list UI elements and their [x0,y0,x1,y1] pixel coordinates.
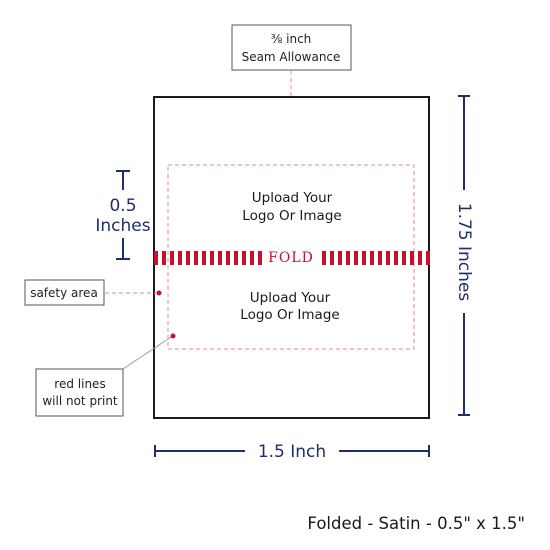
upload-top-line1: Upload Your [252,190,333,206]
fold-stripe [394,251,398,265]
fold-stripe [418,251,422,265]
fold-stripe [370,251,374,265]
fold-line-left [154,251,262,265]
footer-caption: Folded - Satin - 0.5" x 1.5" [307,514,525,533]
fold-stripe [178,251,182,265]
red-lines-note-line2: will not print [42,394,118,408]
seam-allowance-callout-box [231,24,352,71]
small-dimension-value: 0.5 [109,196,136,216]
upload-bottom-line1: Upload Your [250,290,331,306]
fold-stripe [194,251,198,265]
small-dimension-unit: Inches [95,216,150,236]
fold-stripe [226,251,230,265]
fold-stripe [346,251,350,265]
seam-allowance-line2: Seam Allowance [242,50,341,64]
red-lines-note-dot [170,333,176,339]
fold-stripe [218,251,222,265]
safety-area-label: safety area [30,286,98,300]
fold-stripe [210,251,214,265]
fold-stripe [362,251,366,265]
red-lines-note-box [35,368,124,417]
fold-stripe [170,251,174,265]
fold-stripe [354,251,358,265]
fold-stripe [162,251,166,265]
upload-top-line2: Logo Or Image [242,208,341,224]
seam-allowance-line1: ⅜ inch [271,32,312,46]
fold-stripe [338,251,342,265]
fold-stripe [322,251,326,265]
fold-label: FOLD [268,250,314,266]
large-dimension-label: 1.75 Inches [454,203,474,302]
red-lines-note-line1: red lines [54,377,105,391]
fold-stripe [402,251,406,265]
fold-line-right [322,251,430,265]
fold-stripe [410,251,414,265]
fold-stripe [426,251,430,265]
width-dimension-label: 1.5 Inch [258,442,326,462]
fold-stripe [258,251,262,265]
fold-stripe [202,251,206,265]
fold-stripe [186,251,190,265]
fold-stripe [330,251,334,265]
upload-bottom-line2: Logo Or Image [240,307,339,323]
fold-stripe [234,251,238,265]
red-lines-note-leader [122,336,172,370]
fold-stripe [242,251,246,265]
fold-stripe [378,251,382,265]
safety-area-dot [156,290,162,296]
fold-stripe [250,251,254,265]
safety-area-callout-box [24,279,105,306]
fold-stripe [386,251,390,265]
fold-stripe [154,251,158,265]
